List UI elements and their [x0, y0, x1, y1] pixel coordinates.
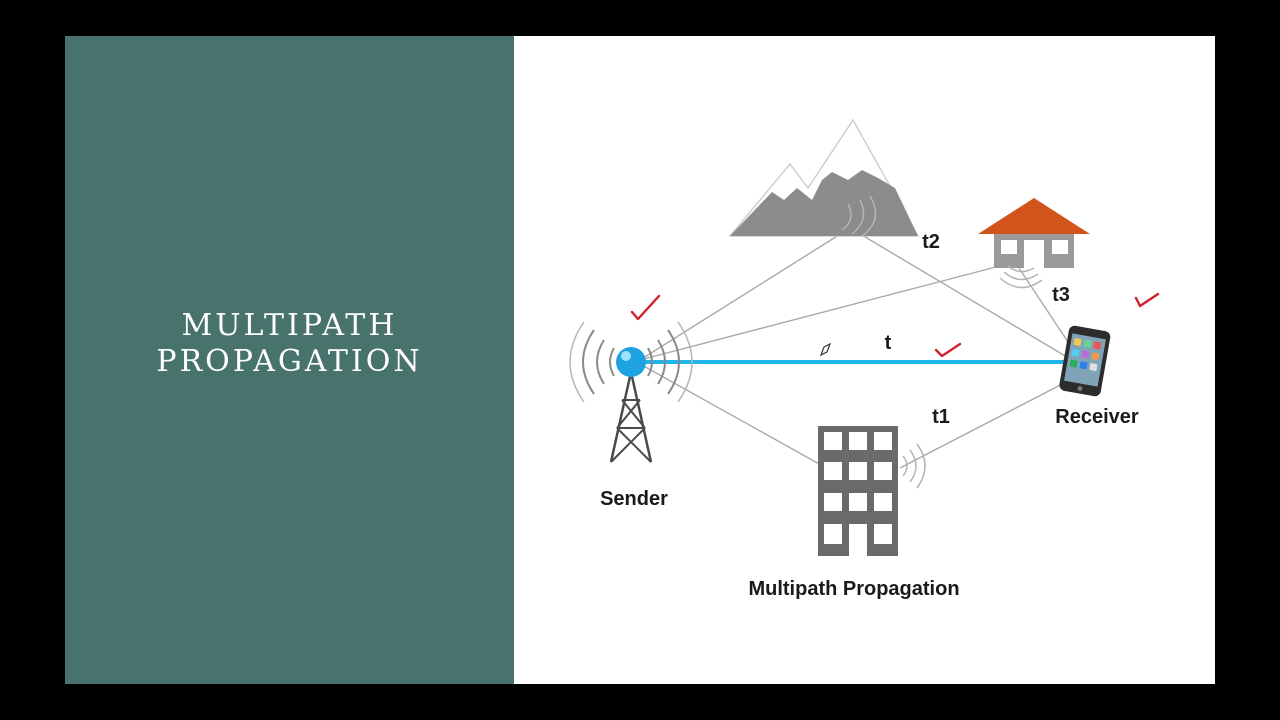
receiver-label: Receiver [1055, 406, 1139, 428]
label-path-t2: t2 [922, 231, 940, 253]
check-mark-icon [934, 342, 962, 358]
sender-label: Sender [600, 488, 668, 510]
house-icon [978, 198, 1090, 289]
check-mark-icon [1134, 292, 1160, 308]
path-to-house [639, 261, 1016, 361]
path-house-to-receiver [1014, 261, 1073, 349]
path-mountain-to-receiver [849, 227, 1073, 361]
label-direct-path: t [885, 332, 892, 354]
slide: MULTIPATH PROPAGATION [65, 36, 1215, 684]
label-path-t1: t1 [932, 406, 950, 428]
multipath-diagram: Sender Receiver Multipath Propagation t … [569, 118, 1160, 600]
label-path-t3: t3 [1052, 284, 1070, 306]
path-to-building [639, 363, 831, 471]
path-building-to-receiver [899, 379, 1071, 469]
mountain-icon [728, 118, 920, 237]
tower-icon [569, 321, 693, 463]
path-to-mountain [639, 227, 851, 361]
slide-title: MULTIPATH PROPAGATION [65, 308, 514, 380]
slide-title-line-1: MULTIPATH [181, 308, 398, 343]
pen-cursor-icon [819, 342, 832, 357]
diagram-caption: Multipath Propagation [748, 578, 959, 600]
building-icon [818, 426, 926, 556]
annotation-marks [630, 292, 1160, 358]
title-panel: MULTIPATH PROPAGATION [65, 36, 514, 684]
slide-title-line-2: PROPAGATION [156, 344, 423, 379]
signal-paths [639, 227, 1073, 471]
check-mark-icon [630, 294, 661, 321]
phone-icon [1059, 325, 1111, 397]
